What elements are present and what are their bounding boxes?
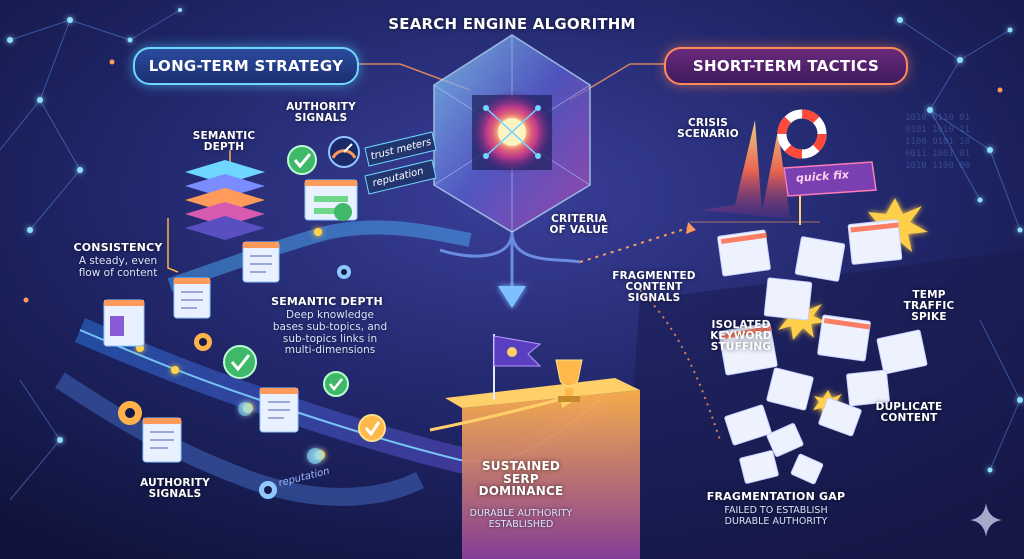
consistency-title: CONSISTENCY [73,241,163,254]
sparkle-icon [970,503,1002,537]
short-term-tactics-pill: SHORT-TERM TACTICS [664,47,908,85]
flag-icon [493,334,542,400]
fragmentation-gap-desc: FAILED TO ESTABLISH DURABLE AUTHORITY [724,505,828,527]
duplicate-content-label: DUPLICATE CONTENT [875,401,943,425]
criteria-of-value-label: CRITERIA OF VALUE [549,213,609,237]
gauge-icon [328,136,360,168]
fragmented-content-label: FRAGMENTED CONTENT SIGNALS [612,270,696,305]
svg-text:1010 0110 01: 1010 0110 01 [905,113,970,123]
consistency-desc: A steady, even flow of content [78,255,158,279]
semantic-depth-label-top: SEMANTIC DEPTH [192,130,256,154]
sustained-serp-desc: DURABLE AUTHORITY ESTABLISHED [469,508,573,530]
authority-signals-label-bottom: AUTHORITY SIGNALS [140,477,210,501]
sustained-serp-title: SUSTAINED SERP DOMINANCE [478,459,564,499]
layer-stack-icon [185,160,265,240]
semantic-depth-title: SEMANTIC DEPTH [271,295,383,308]
page-title: SEARCH ENGINE ALGORITHM [388,15,636,33]
trophy-icon [555,359,583,402]
svg-text:1100 0101 10: 1100 0101 10 [905,137,970,147]
crystal-core-icon [433,34,591,233]
temp-traffic-spike-label: TEMP TRAFFIC SPIKE [903,289,955,324]
lifebuoy-icon [777,109,827,159]
checkmark-badge-icon [223,145,386,442]
svg-text:0101 1010 11: 0101 1010 11 [905,125,970,135]
svg-text:0011 1001 01: 0011 1001 01 [905,149,970,159]
long-term-strategy-pill: LONG-TERM STRATEGY [133,47,359,85]
semantic-depth-desc: Deep knowledge bases sub-topics, and sub… [272,309,388,357]
crisis-scenario-label: CRISIS SCENARIO [677,117,739,141]
isolated-keyword-label: ISOLATED KEYWORD STUFFING [710,319,772,354]
gear-icon [118,265,351,499]
fragmentation-gap-title: FRAGMENTATION GAP [706,490,846,503]
svg-text:1010 1100 00: 1010 1100 00 [905,161,970,171]
authority-signals-label-top: AUTHORITY SIGNALS [286,101,356,125]
